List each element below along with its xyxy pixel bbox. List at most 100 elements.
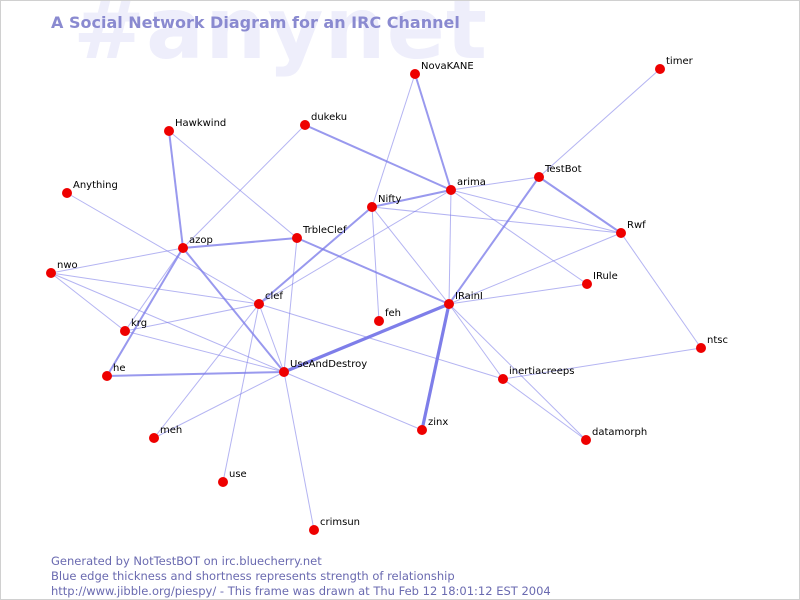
- node-dot: [178, 243, 188, 253]
- footer-url-timestamp: http://www.jibble.org/piespy/ - This fra…: [51, 584, 551, 598]
- node-dot: [149, 433, 159, 443]
- node-datamorph: datamorph: [581, 427, 647, 445]
- node-useanddestroy: UseAndDestroy: [279, 359, 367, 377]
- edge-testbot-iraini: [448, 176, 540, 305]
- edge-arima-nifty: [371, 189, 452, 208]
- node-label: Hawkwind: [175, 118, 226, 129]
- edge-clef-use: [222, 303, 260, 483]
- edge-hawkwind-trbleclef: [168, 130, 298, 239]
- node-label: clef: [265, 291, 283, 302]
- node-label: TestBot: [544, 164, 582, 175]
- node-crimsun: crimsun: [309, 517, 360, 535]
- edge-inertiacreeps-datamorph: [502, 378, 587, 441]
- edge-arima-irule: [450, 189, 588, 285]
- node-label: ntsc: [707, 335, 728, 346]
- node-ntsc: ntsc: [696, 335, 728, 353]
- node-label: zinx: [428, 417, 448, 428]
- node-irule: IRule: [582, 271, 618, 289]
- edge-clef-useanddestroy: [258, 303, 285, 373]
- node-feh: feh: [374, 308, 401, 326]
- node-nifty: Nifty: [367, 194, 402, 212]
- node-novakane: NovaKANE: [410, 61, 474, 79]
- node-rwf: Rwf: [616, 220, 646, 238]
- node-dot: [498, 374, 508, 384]
- node-dot: [581, 435, 591, 445]
- edge-iraini-useanddestroy: [283, 302, 450, 374]
- node-anything: Anything: [62, 180, 118, 198]
- edge-iraini-inertiacreeps: [448, 303, 504, 380]
- node-label: nwo: [57, 260, 78, 271]
- edge-dukeku-arima: [304, 124, 452, 191]
- edge-nifty-clef: [258, 206, 373, 305]
- node-zinx: zinx: [417, 417, 448, 435]
- edge-rwf-ntsc: [620, 232, 702, 349]
- edge-nwo-krg: [50, 272, 126, 332]
- node-meh: meh: [149, 425, 182, 443]
- node-label: UseAndDestroy: [290, 359, 367, 370]
- node-krg: krg: [120, 318, 147, 336]
- edge-iraini-zinx: [420, 303, 451, 431]
- edge-trbleclef-iraini: [296, 237, 450, 305]
- node-label: dukeku: [311, 112, 347, 123]
- node-inertiacreeps: inertiacreeps: [498, 366, 574, 384]
- node-azop: azop: [178, 235, 213, 253]
- edge-testbot-arima: [450, 176, 540, 191]
- node-dot: [444, 299, 454, 309]
- node-label: feh: [385, 308, 401, 319]
- edge-anything-clef: [66, 192, 260, 305]
- edge-irule-iraini: [448, 283, 588, 305]
- edge-novakane-nifty: [371, 73, 416, 208]
- node-hawkwind: Hawkwind: [164, 118, 226, 136]
- edges-layer: [50, 68, 702, 531]
- node-timer: timer: [655, 56, 694, 74]
- edge-trbleclef-azop: [182, 237, 298, 249]
- node-clef: clef: [254, 291, 283, 309]
- node-label: Nifty: [378, 194, 402, 205]
- node-label: he: [113, 363, 126, 374]
- node-label: Anything: [73, 180, 118, 191]
- node-label: IRule: [593, 271, 618, 282]
- node-dot: [417, 425, 427, 435]
- node-dot: [309, 525, 319, 535]
- edge-clef-inertiacreeps: [258, 303, 504, 380]
- edge-azop-krg: [124, 247, 184, 332]
- footer-generated-by: Generated by NotTestBOT on irc.bluecherr…: [51, 554, 322, 568]
- node-dot: [254, 299, 264, 309]
- node-dot: [300, 120, 310, 130]
- node-label: inertiacreeps: [509, 366, 574, 377]
- edge-dukeku-azop: [182, 124, 306, 249]
- node-label: IRainI: [455, 291, 483, 302]
- footer: Generated by NotTestBOT on irc.bluecherr…: [51, 554, 551, 599]
- edge-rwf-iraini: [448, 232, 622, 305]
- node-dot: [655, 64, 665, 74]
- node-label: NovaKANE: [421, 61, 474, 72]
- node-dot: [534, 172, 544, 182]
- node-dot: [279, 367, 289, 377]
- node-label: crimsun: [320, 517, 360, 528]
- edge-nifty-feh: [371, 206, 380, 322]
- node-dot: [120, 326, 130, 336]
- node-dot: [102, 371, 112, 381]
- node-dot: [582, 279, 592, 289]
- edge-useanddestroy-zinx: [283, 371, 423, 431]
- edge-arima-iraini: [448, 189, 452, 305]
- node-label: krg: [131, 318, 147, 329]
- node-dot: [292, 233, 302, 243]
- node-nwo: nwo: [46, 260, 78, 278]
- edge-krg-useanddestroy: [124, 330, 285, 373]
- edge-arima-rwf: [450, 189, 622, 234]
- edge-nwo-clef: [50, 272, 260, 305]
- node-use: use: [218, 469, 247, 487]
- node-he: he: [102, 363, 126, 381]
- node-dot: [410, 69, 420, 79]
- edge-hawkwind-azop: [168, 130, 184, 249]
- node-label: TrbleClef: [302, 225, 347, 236]
- edge-azop-he: [106, 247, 184, 377]
- node-label: timer: [666, 56, 694, 67]
- node-dot: [367, 202, 377, 212]
- node-dot: [374, 316, 384, 326]
- node-label: meh: [160, 425, 182, 436]
- footer-legend-note: Blue edge thickness and shortness repres…: [51, 569, 455, 583]
- node-dot: [62, 188, 72, 198]
